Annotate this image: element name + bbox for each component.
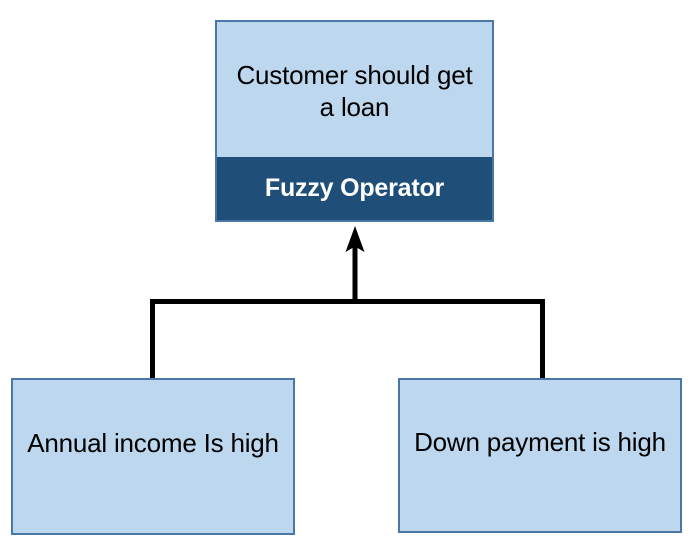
connector-arrow-head bbox=[345, 226, 365, 252]
fuzzy-operator-band[interactable]: Fuzzy Operator bbox=[217, 157, 492, 220]
node-input-down-payment-label: Down payment is high bbox=[414, 426, 666, 457]
node-input-annual-income[interactable]: Annual income Is high bbox=[11, 378, 295, 535]
node-conclusion-label: Customer should get a loan bbox=[236, 59, 473, 122]
node-input-down-payment[interactable]: Down payment is high bbox=[398, 378, 682, 533]
node-conclusion[interactable]: Customer should get a loan Fuzzy Operato… bbox=[215, 20, 494, 222]
node-input-annual-income-label: Annual income Is high bbox=[27, 427, 279, 458]
